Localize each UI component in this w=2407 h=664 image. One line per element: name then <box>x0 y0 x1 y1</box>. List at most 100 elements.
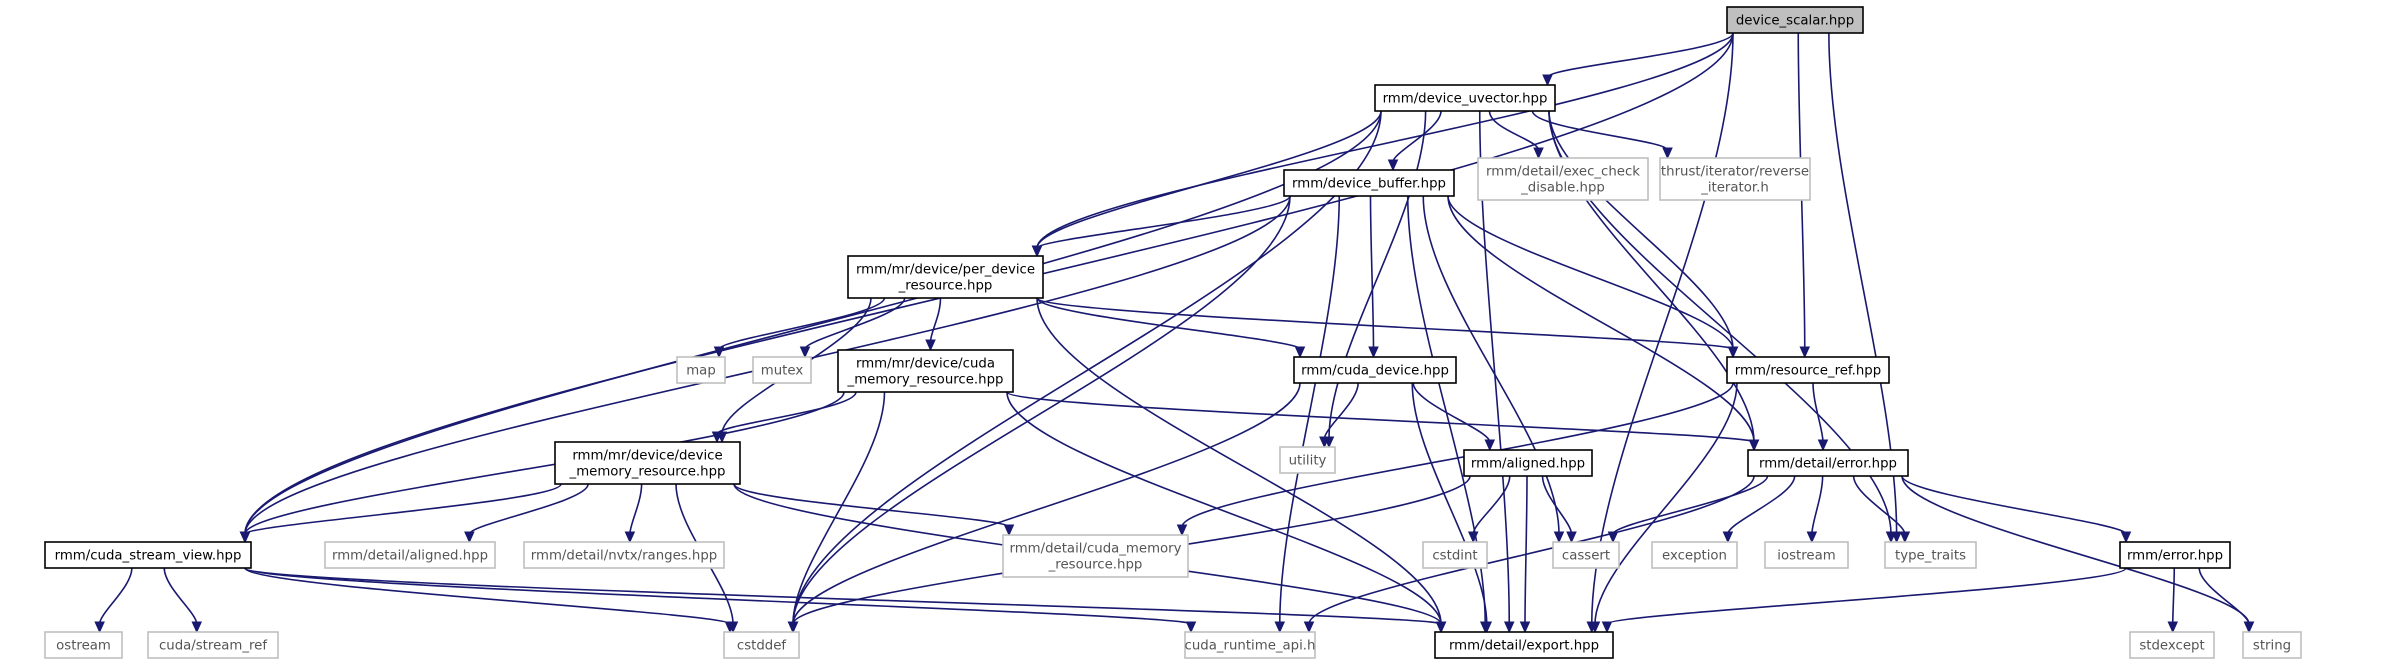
node-box-exec_check <box>1477 157 1649 201</box>
edge-cuda_stream_view-to-cuda_runtime_api <box>244 567 1197 634</box>
node-rmm_error[interactable]: rmm/error.hpp <box>2119 541 2231 569</box>
node-box-cassert <box>1552 541 1620 569</box>
edge-device_buffer-to-cuda_runtime_api <box>1274 195 1341 634</box>
arrowhead-device_buffer-to-cuda_device <box>1368 346 1379 359</box>
edge-cuda_stream_view-to-export <box>244 567 1447 634</box>
node-exec_check[interactable]: rmm/detail/exec_check_disable.hpp <box>1477 157 1649 201</box>
arrowhead-detail_error-to-type_traits <box>1899 531 1911 544</box>
arrowhead-aligned-to-cstddef <box>787 621 799 634</box>
node-detail_error[interactable]: rmm/detail/error.hpp <box>1747 449 1909 477</box>
edge-device_buffer-to-per_device_resource <box>1031 195 1291 258</box>
node-label-cstdint: cstdint <box>1432 549 1477 564</box>
arrowhead-device_buffer-to-cuda_runtime_api <box>1274 621 1286 634</box>
node-label-reverse_iterator: _iterator.h <box>1700 181 1769 196</box>
node-aligned[interactable]: rmm/aligned.hpp <box>1463 449 1593 477</box>
edge-detail_error-to-cuda_runtime_api <box>1303 475 1755 634</box>
node-box-detail_error <box>1747 449 1909 477</box>
arrowhead-device_scalar-to-device_uvector <box>1542 74 1553 87</box>
edge-device_memory_resource-to-nvtx_ranges <box>624 483 643 544</box>
node-cuda_runtime_api[interactable]: cuda_runtime_api.h <box>1184 631 1316 659</box>
node-cuda_memory_resource[interactable]: rmm/mr/device/cuda_memory_resource.hpp <box>837 349 1014 393</box>
node-device_buffer[interactable]: rmm/device_buffer.hpp <box>1283 169 1455 197</box>
node-reverse_iterator[interactable]: thrust/iterator/reverse_iterator.h <box>1659 157 1811 201</box>
node-box-exception <box>1651 541 1738 569</box>
node-box-cuda_stream_view <box>44 541 252 569</box>
edge-detail_error-to-iostream <box>1806 475 1824 544</box>
edge-cuda_memory_resource-to-device_memory_resource <box>711 391 857 444</box>
node-box-string <box>2242 631 2302 659</box>
node-string[interactable]: string <box>2242 631 2302 659</box>
arrowhead-device_scalar-to-resource_ref <box>1799 346 1811 359</box>
arrowhead-cuda_device-to-aligned <box>1484 439 1496 452</box>
node-type_traits[interactable]: type_traits <box>1884 541 1977 569</box>
node-resource_ref[interactable]: rmm/resource_ref.hpp <box>1726 356 1890 384</box>
edge-device_uvector-to-exec_check <box>1488 110 1544 160</box>
node-cuda_device[interactable]: rmm/cuda_device.hpp <box>1293 356 1457 384</box>
node-box-cuda_device <box>1293 356 1457 384</box>
arrowhead-detail_error-to-exception <box>1722 531 1734 544</box>
node-label-exec_check: _disable.hpp <box>1520 181 1605 196</box>
node-label-resource_ref: rmm/resource_ref.hpp <box>1735 364 1881 379</box>
node-per_device_resource[interactable]: rmm/mr/device/per_device_resource.hpp <box>847 255 1044 299</box>
edge-cuda_stream_view-to-cstddef <box>244 567 736 634</box>
node-label-cstddef: cstddef <box>737 639 787 654</box>
arrowhead-resource_ref-to-detail_cuda_memory_resource <box>1176 524 1188 537</box>
node-label-ostream: ostream <box>56 639 111 654</box>
node-stdexcept[interactable]: stdexcept <box>2129 631 2215 659</box>
edge-aligned-to-cstdint <box>1467 475 1511 544</box>
node-nvtx_ranges[interactable]: rmm/detail/nvtx/ranges.hpp <box>523 541 725 569</box>
node-iostream[interactable]: iostream <box>1764 541 1849 569</box>
node-box-detail_cuda_memory_resource <box>1002 534 1189 578</box>
node-box-mutex <box>752 356 812 384</box>
node-detail_aligned[interactable]: rmm/detail/aligned.hpp <box>324 541 496 569</box>
node-exception[interactable]: exception <box>1651 541 1738 569</box>
node-label-device_scalar: device_scalar.hpp <box>1736 14 1854 29</box>
edge-device_scalar-to-per_device_resource <box>1031 32 1734 258</box>
node-device_scalar[interactable]: device_scalar.hpp <box>1726 6 1864 34</box>
node-ostream[interactable]: ostream <box>44 631 123 659</box>
node-detail_cuda_memory_resource[interactable]: rmm/detail/cuda_memory_resource.hpp <box>1002 534 1189 578</box>
node-label-device_memory_resource: rmm/mr/device/device <box>572 449 722 464</box>
arrowhead-cuda_device-to-utility <box>1319 436 1330 449</box>
node-utility[interactable]: utility <box>1279 446 1336 474</box>
node-box-ostream <box>44 631 123 659</box>
arrowhead-rmm_error-to-string <box>2243 621 2255 634</box>
node-map[interactable]: map <box>676 356 726 384</box>
node-box-cstdint <box>1422 541 1488 569</box>
node-label-string: string <box>2253 639 2291 654</box>
node-box-type_traits <box>1884 541 1977 569</box>
node-device_uvector[interactable]: rmm/device_uvector.hpp <box>1374 84 1556 112</box>
arrowhead-cuda_stream_view-to-stream_ref <box>191 621 203 634</box>
node-mutex[interactable]: mutex <box>752 356 812 384</box>
node-cuda_stream_view[interactable]: rmm/cuda_stream_view.hpp <box>44 541 252 569</box>
node-box-device_scalar <box>1726 6 1864 34</box>
arrowhead-device_uvector-to-device_buffer <box>1387 159 1399 172</box>
node-box-cuda_memory_resource <box>837 349 1014 393</box>
node-box-cuda_runtime_api <box>1184 631 1316 659</box>
arrowhead-cuda_memory_resource-to-detail_error <box>1748 439 1760 452</box>
node-box-nvtx_ranges <box>523 541 725 569</box>
arrowhead-cuda_stream_view-to-ostream <box>94 621 105 634</box>
node-cassert[interactable]: cassert <box>1552 541 1620 569</box>
node-cstdint[interactable]: cstdint <box>1422 541 1488 569</box>
node-label-exception: exception <box>1662 549 1727 564</box>
node-label-detail_cuda_memory_resource: _resource.hpp <box>1048 558 1143 573</box>
edge-device_scalar-to-device_uvector <box>1542 32 1734 87</box>
edge-aligned-to-export <box>1519 475 1531 634</box>
arrowhead-detail_error-to-cuda_runtime_api <box>1303 621 1315 634</box>
edge-per_device_resource-to-export <box>1036 297 1447 634</box>
node-box-iostream <box>1764 541 1849 569</box>
node-label-mutex: mutex <box>761 364 804 379</box>
edge-cuda_memory_resource-to-export <box>1006 391 1447 634</box>
node-box-cstddef <box>723 631 800 659</box>
node-box-device_memory_resource <box>554 441 741 485</box>
edge-per_device_resource-to-map <box>713 297 886 359</box>
node-stream_ref[interactable]: cuda/stream_ref <box>147 631 279 659</box>
node-cstddef[interactable]: cstddef <box>723 631 800 659</box>
edge-device_buffer-to-cuda_device <box>1368 195 1379 359</box>
node-device_memory_resource[interactable]: rmm/mr/device/device_memory_resource.hpp <box>554 441 741 485</box>
edge-detail_error-to-cassert <box>1607 475 1769 544</box>
arrowhead-per_device_resource-to-resource_ref <box>1727 346 1739 359</box>
node-export[interactable]: rmm/detail/export.hpp <box>1434 631 1614 659</box>
node-label-utility: utility <box>1289 454 1327 469</box>
